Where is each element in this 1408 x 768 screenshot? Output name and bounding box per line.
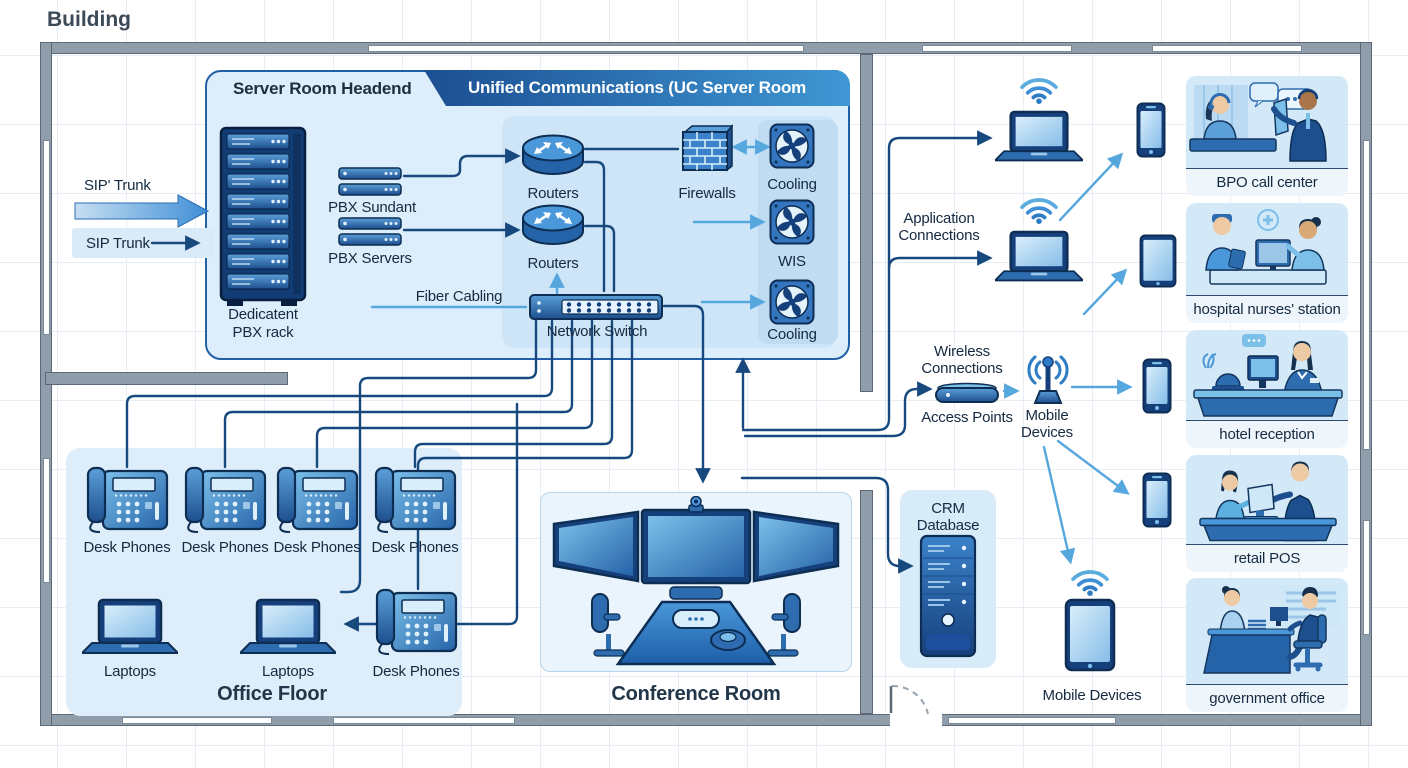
smartphone-icon bbox=[1142, 472, 1172, 528]
firewalls-label: Firewalls bbox=[678, 185, 736, 202]
network-switch-icon bbox=[528, 291, 664, 321]
industry-panel-hotel: hotel reception bbox=[1186, 330, 1348, 448]
desk-phone-icon bbox=[273, 466, 361, 534]
industry-panel-bpo: BPO call center bbox=[1186, 76, 1348, 196]
wifi-icon bbox=[1017, 194, 1061, 224]
wall-interior-h bbox=[45, 372, 288, 385]
cooling-2-label: Cooling bbox=[767, 326, 817, 343]
desk-phone-icon bbox=[371, 466, 459, 534]
access-point-icon bbox=[934, 379, 1002, 405]
router-icon bbox=[521, 203, 585, 249]
building-title: Building bbox=[47, 8, 131, 31]
industry-panel-retail: retail POS bbox=[1186, 455, 1348, 572]
window bbox=[1363, 520, 1370, 635]
laptop-icon bbox=[995, 110, 1083, 165]
window bbox=[922, 45, 1072, 52]
crm-server-icon bbox=[919, 534, 977, 658]
window bbox=[333, 717, 515, 724]
industry-caption: hotel reception bbox=[1186, 420, 1348, 448]
access-points-label: Access Points bbox=[921, 409, 1013, 426]
office-floor-title: Office Floor bbox=[217, 683, 327, 705]
router-2-label: Routers bbox=[527, 255, 579, 272]
wireless-connections-line1: Wireless bbox=[934, 343, 990, 360]
door-opening bbox=[890, 713, 942, 728]
wifi-icon bbox=[1017, 74, 1061, 104]
window bbox=[1363, 140, 1370, 450]
desk-phones-label: Desk Phones bbox=[83, 539, 171, 556]
sip-trunk-1-label: SIP' Trunk bbox=[84, 177, 151, 194]
desk-phone-icon bbox=[83, 466, 171, 534]
pbx-server-icon bbox=[338, 167, 402, 180]
fiber-cabling-label: Fiber Cabling bbox=[415, 288, 503, 305]
tablet-icon bbox=[1064, 598, 1116, 672]
cooling-fan-icon bbox=[769, 123, 815, 169]
pbx-server-icon bbox=[338, 183, 402, 196]
industry-caption: hospital nurses' station bbox=[1186, 295, 1348, 323]
window bbox=[368, 45, 804, 52]
network-switch-label: Network Switch bbox=[546, 323, 648, 340]
cooling-fan-icon bbox=[769, 199, 815, 245]
industry-caption: government office bbox=[1186, 684, 1348, 712]
mobile-devices-line2: Devices bbox=[1021, 424, 1073, 441]
window bbox=[122, 717, 272, 724]
desk-phones-label: Desk Phones bbox=[371, 539, 459, 556]
wall-interior-v-top bbox=[860, 54, 873, 392]
pbx-server-icon bbox=[338, 233, 402, 246]
sip-trunk-2-label: SIP Trunk bbox=[86, 235, 150, 252]
tablet-icon bbox=[1139, 234, 1177, 288]
router-1-label: Routers bbox=[527, 185, 579, 202]
desk-phones-label: Desk Phones bbox=[181, 539, 269, 556]
wireless-connections-line2: Connections bbox=[921, 360, 1003, 377]
smartphone-icon bbox=[1136, 102, 1166, 158]
server-room-header: Server Room Headend bbox=[233, 79, 412, 98]
desk-phones-label: Desk Phones bbox=[273, 539, 361, 556]
window bbox=[43, 140, 50, 335]
desk-phones-label: Desk Phones bbox=[372, 663, 460, 680]
firewall-icon bbox=[681, 124, 733, 174]
rack-label-line1: Dedicatent bbox=[228, 306, 298, 323]
antenna-icon bbox=[1022, 350, 1074, 406]
industry-caption: retail POS bbox=[1186, 544, 1348, 572]
cooling-1-label: Cooling bbox=[767, 176, 817, 193]
industry-caption: BPO call center bbox=[1186, 168, 1348, 196]
uc-server-room-ribbon: Unified Communications (UC Server Room bbox=[424, 70, 850, 106]
smartphone-icon bbox=[1142, 358, 1172, 414]
application-connections-line2: Connections bbox=[898, 227, 980, 244]
desk-phone-icon bbox=[372, 588, 460, 656]
pbx-group-1-label: PBX Sundant bbox=[328, 199, 416, 216]
laptop-icon bbox=[82, 598, 178, 658]
conference-room-title: Conference Room bbox=[611, 683, 781, 705]
laptops-label: Laptops bbox=[262, 663, 314, 680]
laptop-icon bbox=[995, 230, 1083, 285]
crm-label-line1: CRM bbox=[931, 500, 965, 517]
mobile-devices-bottom-label: Mobile Devices bbox=[1042, 687, 1142, 704]
router-icon bbox=[521, 133, 585, 179]
crm-label-line2: Database bbox=[916, 517, 980, 534]
cooling-fan-icon bbox=[769, 279, 815, 325]
window bbox=[948, 717, 1116, 724]
industry-panel-hospital: hospital nurses' station bbox=[1186, 203, 1348, 323]
laptops-label: Laptops bbox=[104, 663, 156, 680]
window bbox=[43, 458, 50, 583]
application-connections-line1: Application bbox=[903, 210, 975, 227]
conference-room-scene bbox=[546, 496, 846, 668]
pbx-rack-icon bbox=[219, 126, 307, 308]
wis-label: WIS bbox=[778, 253, 806, 270]
wall-interior-v-bottom bbox=[860, 490, 873, 714]
mobile-devices-line1: Mobile bbox=[1025, 407, 1069, 424]
pbx-server-icon bbox=[338, 217, 402, 230]
laptop-icon bbox=[240, 598, 336, 658]
pbx-group-2-label: PBX Servers bbox=[328, 250, 412, 267]
rack-label-line2: PBX rack bbox=[232, 324, 294, 341]
desk-phone-icon bbox=[181, 466, 269, 534]
industry-panel-government: government office bbox=[1186, 578, 1348, 712]
wifi-icon bbox=[1068, 566, 1112, 596]
window bbox=[1152, 45, 1302, 52]
